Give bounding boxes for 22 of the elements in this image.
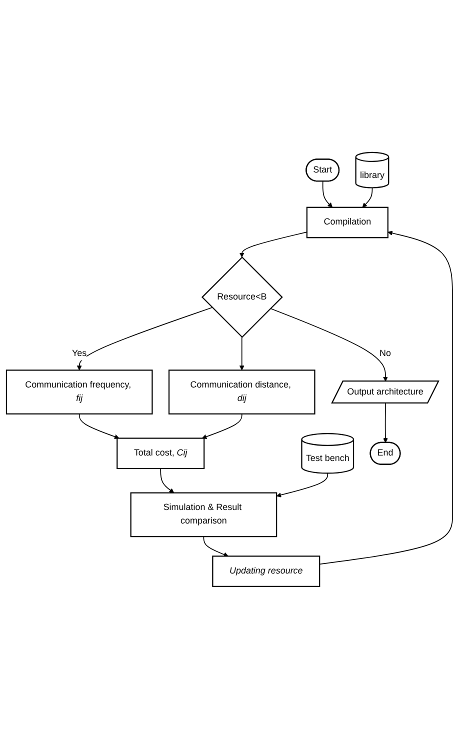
arrow [276,472,328,498]
arrow [76,307,213,370]
node-box: Compilation [306,206,388,238]
arrow [239,232,308,258]
node-box: Communication distance, dij [168,370,316,414]
arrow [270,308,388,382]
node-diamond: Resource<B [201,256,283,338]
arrow [239,336,244,370]
edge-label: Yes [72,348,87,358]
node-box: Updating resource [212,556,320,588]
arrow [203,536,228,557]
arrow [382,402,388,443]
edge-label: No [380,348,391,358]
arrow [362,187,373,208]
arrow [78,414,120,440]
node-box: Simulation & Result comparison [130,492,278,538]
arrow [322,180,333,208]
arrow [160,468,174,494]
node-box: Total cost, Cij [116,438,205,470]
arrow [202,414,242,440]
arrow [319,230,453,565]
node-box: Communication frequency, fij [6,370,153,414]
